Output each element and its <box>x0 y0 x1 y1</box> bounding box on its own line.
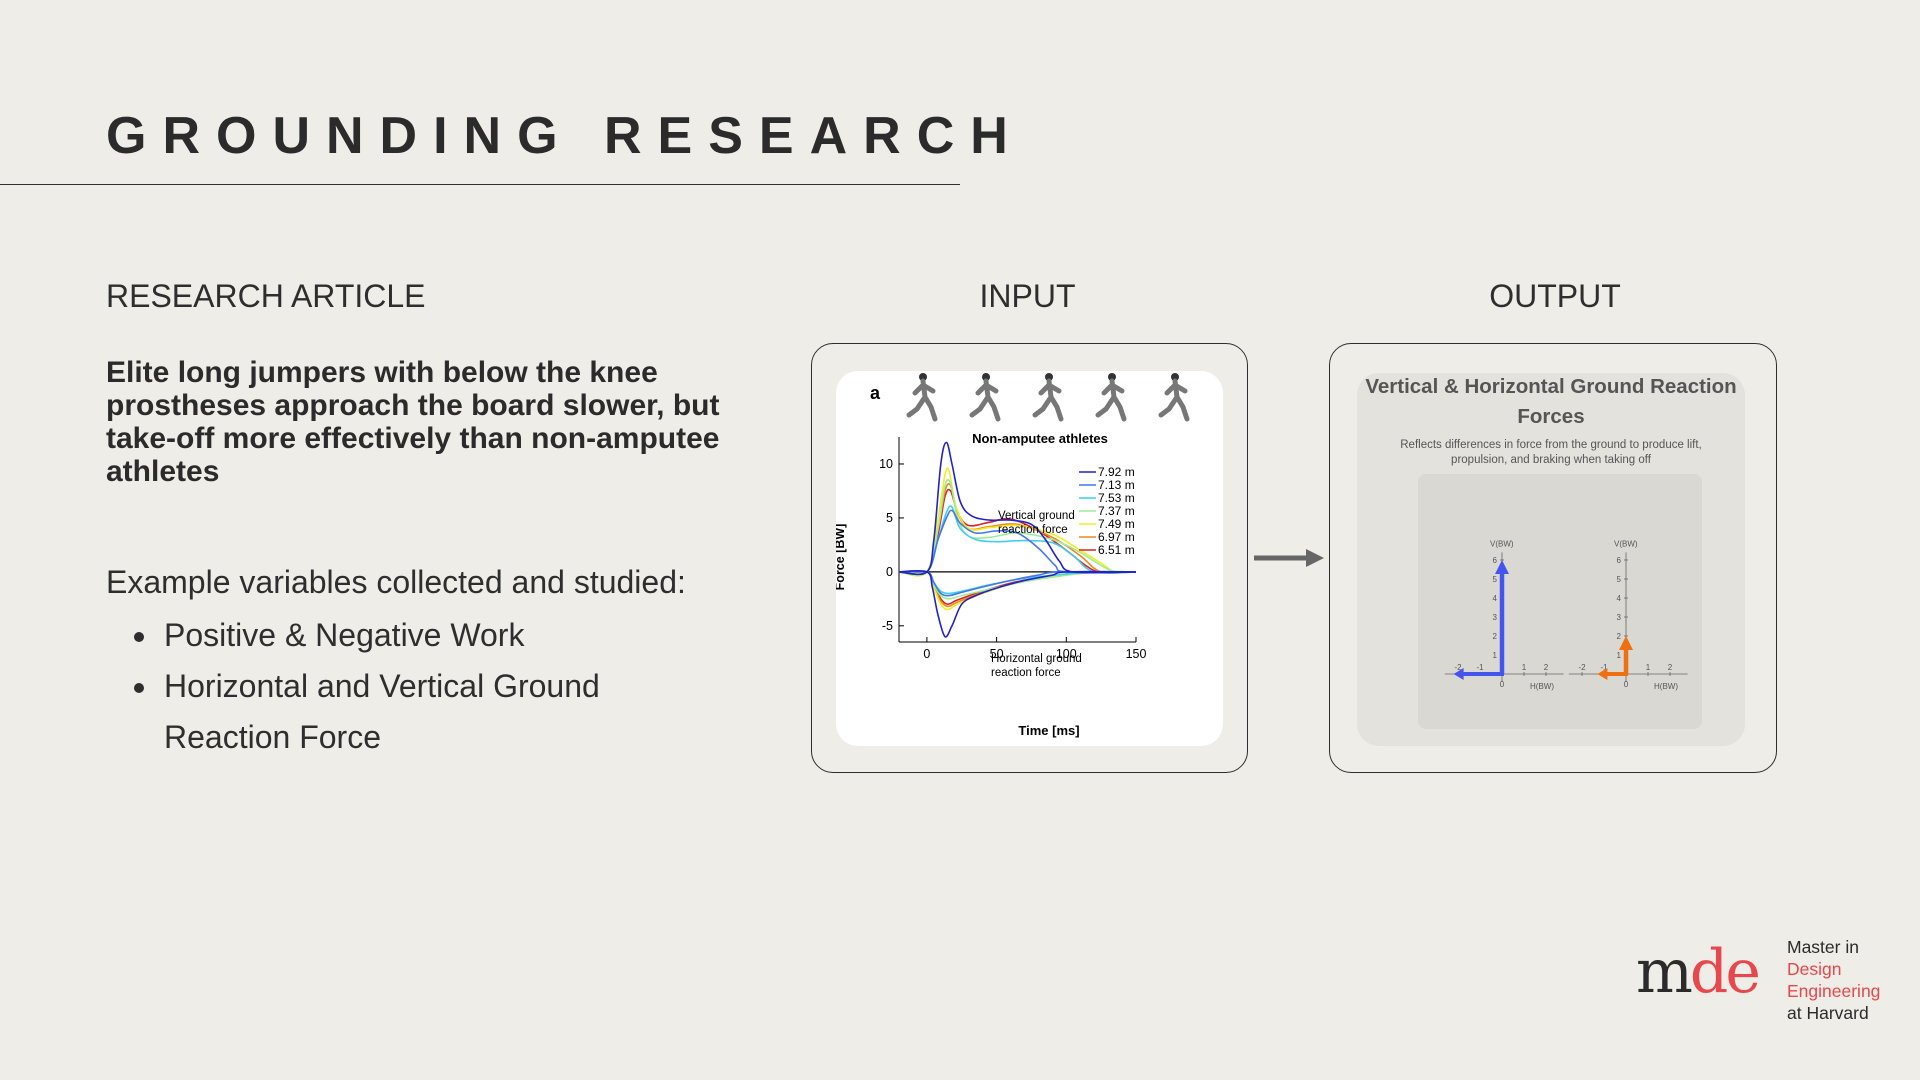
y-tick-label: 5 <box>886 511 893 525</box>
x-tick-label: 150 <box>1126 647 1147 661</box>
vertical-arrow-head <box>1619 636 1633 650</box>
legend-label: 6.51 m <box>1098 543 1135 557</box>
article-title: Elite long jumpers with below the knee p… <box>106 356 720 488</box>
h-tick-label: -2 <box>1454 663 1462 672</box>
v-axis-label: V(BW) <box>1490 539 1514 548</box>
h-tick-label: 1 <box>1522 663 1527 672</box>
vertical-force-line <box>898 509 1137 576</box>
h-tick-label: -1 <box>1600 663 1608 672</box>
horizontal-arrow-head <box>1597 668 1608 680</box>
panel-letter: a <box>870 383 881 403</box>
v-tick-label: 5 <box>1617 575 1622 584</box>
horizontal-annotation-line2: reaction force <box>991 667 1061 679</box>
title-divider <box>0 184 960 185</box>
chart-legend: 7.92 m7.13 m7.53 m7.37 m7.49 m6.97 m6.51… <box>1079 465 1135 557</box>
legend-label: 7.49 m <box>1098 517 1135 531</box>
output-title: Vertical & Horizontal Ground Reaction Fo… <box>1365 375 1737 428</box>
origin-label: 0 <box>1624 680 1629 689</box>
y-tick-label: 0 <box>886 565 893 579</box>
h-tick-label: -2 <box>1578 663 1586 672</box>
section-label: RESEARCH ARTICLE <box>106 278 426 314</box>
runner-icon <box>969 373 1001 422</box>
origin-label: 0 <box>1500 680 1505 689</box>
h-axis-label: H(BW) <box>1530 682 1554 691</box>
v-tick-label: 1 <box>1617 651 1622 660</box>
y-tick-label: -5 <box>882 619 893 633</box>
vertical-force-line <box>898 441 1137 576</box>
h-axis-label: H(BW) <box>1654 682 1678 691</box>
v-axis-label: V(BW) <box>1614 539 1638 548</box>
output-subtitle: Reflects differences in force from the g… <box>1400 439 1702 466</box>
h-tick-label: 2 <box>1668 663 1673 672</box>
vertical-arrow-head <box>1495 560 1509 574</box>
output-plot-area: V(BW) H(BW) 0 1 2 3 4 5 6 -2 -1 1 2 V(BW) H(BW) 0 1 2 3 4 5 6… <box>1418 474 1702 729</box>
mde-logo: mde <box>1636 937 1761 1007</box>
y-axis-label: Force [BW] <box>836 524 847 591</box>
v-tick-label: 3 <box>1617 613 1622 622</box>
x-tick-label: 50 <box>990 647 1004 661</box>
y-tick-label: 10 <box>879 457 893 471</box>
horizontal-force-line <box>898 569 1137 638</box>
horizontal-force-line <box>898 570 1137 597</box>
logo-line: Engineering <box>1787 981 1881 1001</box>
v-tick-label: 2 <box>1493 632 1498 641</box>
output-frame <box>1329 343 1777 773</box>
logo-line: at Harvard <box>1787 1003 1869 1023</box>
force-vector-plots: V(BW) H(BW) 0 1 2 3 4 5 6 -2 -1 1 2 V(BW) H(BW) 0 1 2 3 4 5 6… <box>1444 539 1688 691</box>
variables-list: Positive & Negative Work Horizontal and … <box>130 610 720 763</box>
legend-label: 7.37 m <box>1098 504 1135 518</box>
x-tick-label: 0 <box>923 647 930 661</box>
v-tick-label: 3 <box>1493 613 1498 622</box>
logo-text: Master in Design Engineering at Harvard <box>1787 936 1880 1024</box>
horizontal-force-line <box>898 569 1137 611</box>
x-axis-label: Time [ms] <box>1018 723 1079 738</box>
v-tick-label: 5 <box>1493 575 1498 584</box>
legend-label: 7.53 m <box>1098 491 1135 505</box>
logo-line: Design <box>1787 959 1842 979</box>
variables-heading: Example variables collected and studied: <box>106 564 686 600</box>
h-tick-label: 2 <box>1544 663 1549 672</box>
variable-item: Horizontal and Vertical Ground Reaction … <box>160 661 720 763</box>
v-tick-label: 1 <box>1493 651 1498 660</box>
vertical-annotation-line1: Vertical ground <box>998 510 1075 522</box>
vertical-force-line <box>898 488 1137 576</box>
right-arrow-icon <box>1254 549 1324 567</box>
runner-icon <box>1032 373 1064 422</box>
horizontal-arrow-head <box>1453 668 1464 680</box>
runner-icon <box>1095 373 1127 422</box>
output-label: OUTPUT <box>1489 278 1621 314</box>
vertical-force-line <box>898 478 1137 576</box>
runner-icon <box>1158 373 1190 422</box>
h-tick-label: -1 <box>1476 663 1484 672</box>
input-label: INPUT <box>979 278 1076 314</box>
variable-item: Positive & Negative Work <box>160 610 720 661</box>
legend-label: 7.13 m <box>1098 478 1135 492</box>
v-tick-label: 4 <box>1493 594 1498 603</box>
vector-plot: V(BW) H(BW) 0 1 2 3 4 5 6 -2 -1 1 2 <box>1568 539 1688 691</box>
group-title: Non-amputee athletes <box>972 431 1108 446</box>
legend-label: 7.92 m <box>1098 465 1135 479</box>
logo-line: Master in <box>1787 937 1859 957</box>
v-tick-label: 2 <box>1617 632 1622 641</box>
vertical-force-line <box>898 467 1137 577</box>
slide-title: GROUNDING RESEARCH <box>106 107 1024 165</box>
runner-icon <box>906 373 938 422</box>
x-tick-label: 100 <box>1056 647 1077 661</box>
input-frame <box>811 343 1248 773</box>
v-tick-label: 4 <box>1617 594 1622 603</box>
horizontal-annotation-line1: Horizontal ground <box>991 653 1082 665</box>
vertical-annotation-line2: reaction force <box>998 524 1068 536</box>
v-tick-label: 6 <box>1493 556 1498 565</box>
runner-silhouettes <box>906 373 1190 422</box>
vector-plot: V(BW) H(BW) 0 1 2 3 4 5 6 -2 -1 1 2 <box>1444 539 1564 691</box>
h-tick-label: 1 <box>1646 663 1651 672</box>
legend-label: 6.97 m <box>1098 530 1135 544</box>
v-tick-label: 6 <box>1617 556 1622 565</box>
